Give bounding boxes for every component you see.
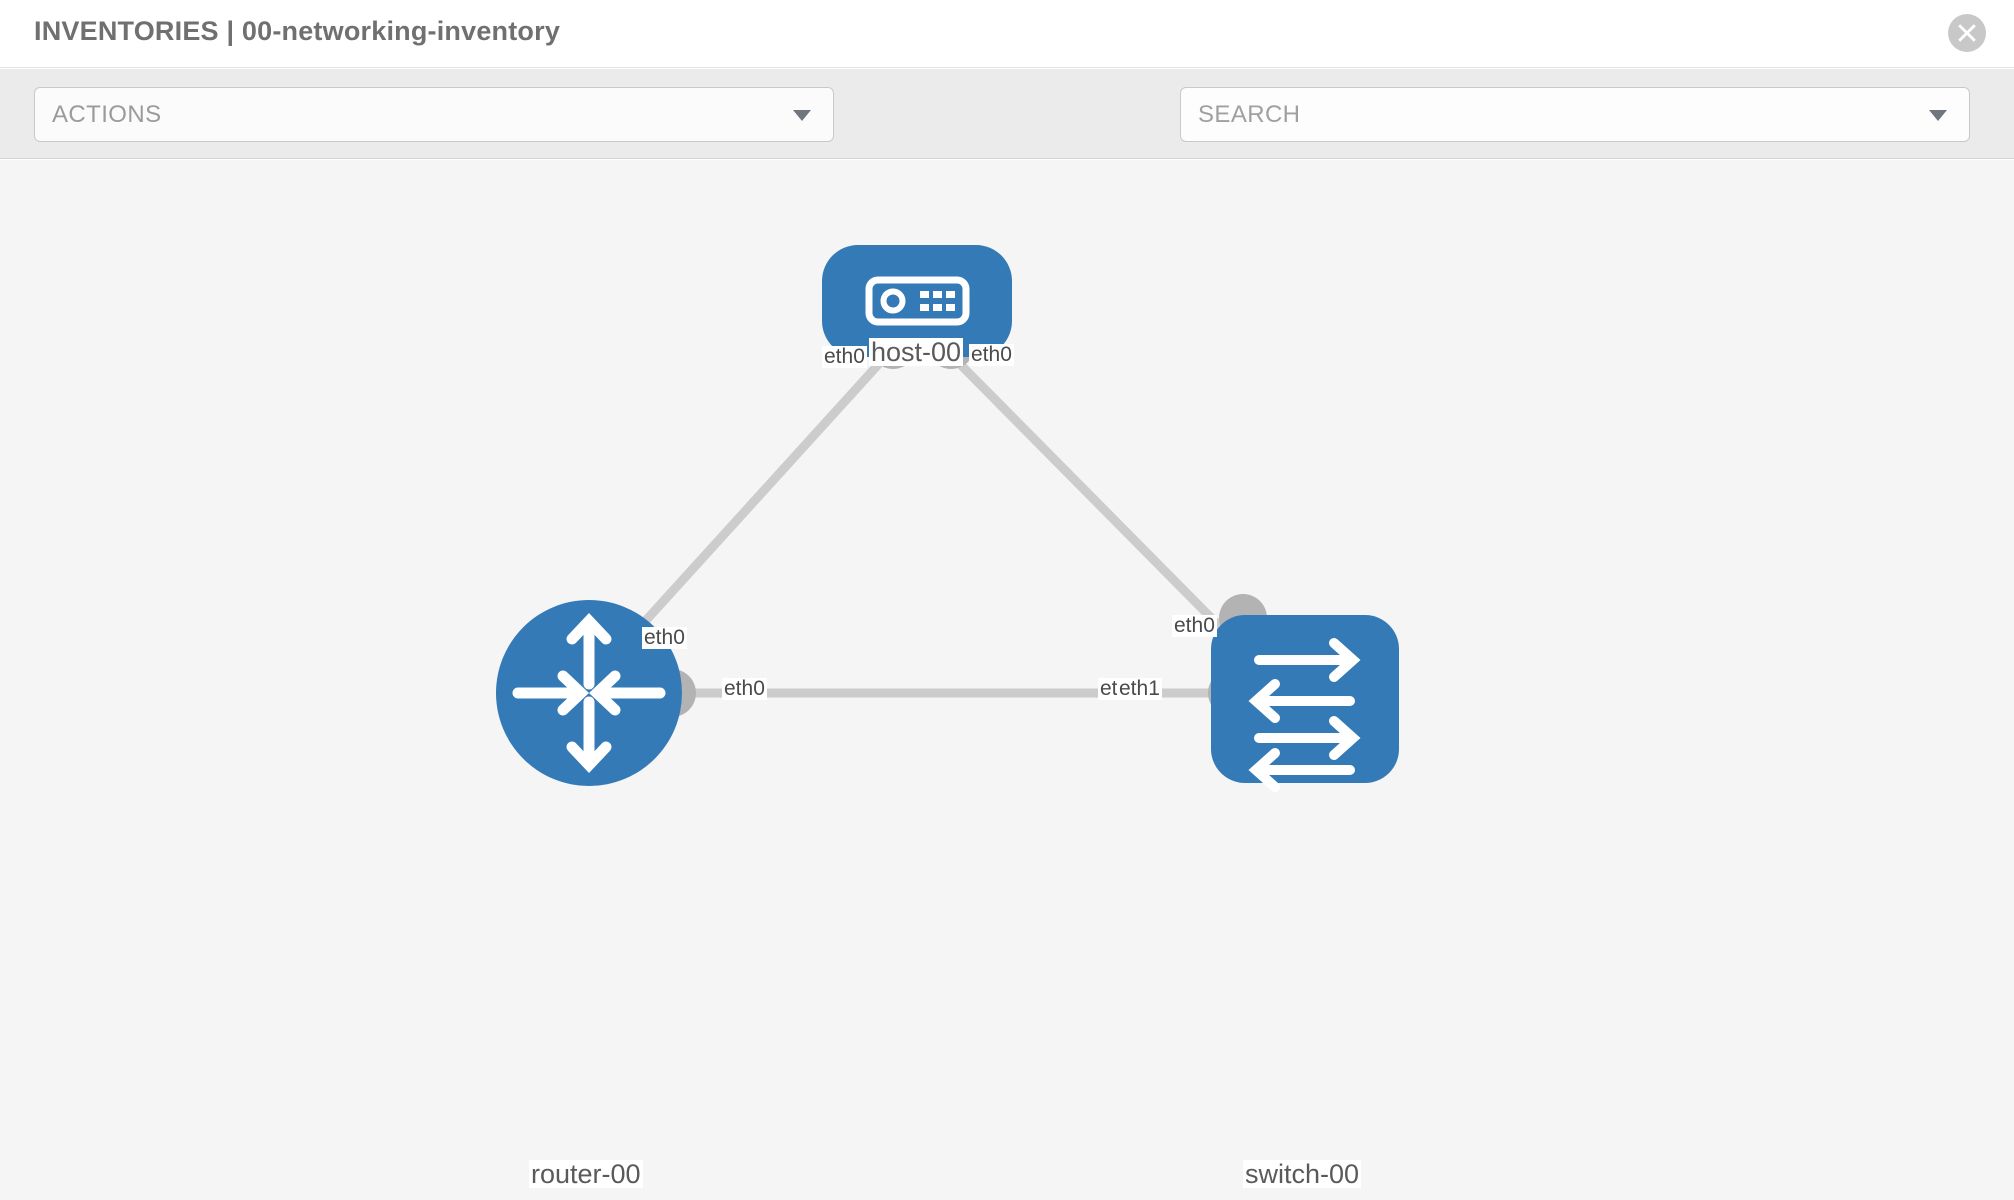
actions-dropdown-label: ACTIONS [52, 101, 162, 128]
iface-label: eth0 [642, 626, 687, 650]
iface-label: eth0 [722, 677, 767, 701]
chevron-down-icon [793, 110, 811, 121]
node-router-00[interactable] [496, 600, 682, 786]
topology-canvas[interactable]: eth0 eth0 eth0 eth0 eth0 eth eth1 host-0… [0, 160, 2014, 1200]
node-label-router: router-00 [529, 1159, 643, 1189]
iface-label: eth0 [969, 343, 1014, 367]
topology-links [606, 352, 1244, 698]
toolbar: ACTIONS SEARCH [0, 69, 2014, 196]
search-placeholder: SEARCH [1198, 101, 1301, 128]
iface-label: eth1 [1117, 677, 1162, 701]
close-x-glyph [1958, 24, 1976, 42]
search-input[interactable]: SEARCH [1180, 87, 1970, 142]
node-host-00[interactable] [822, 245, 1012, 357]
page-title: INVENTORIES | 00-networking-inventory [34, 16, 561, 46]
node-label-host: host-00 [869, 337, 964, 367]
link-host-router[interactable] [606, 352, 890, 664]
close-icon[interactable] [1948, 14, 1986, 52]
server-appliance-icon [865, 276, 970, 326]
iface-label: eth0 [1172, 614, 1217, 638]
page-header: INVENTORIES | 00-networking-inventory [0, 0, 2014, 68]
node-switch-00[interactable] [1211, 615, 1399, 792]
actions-dropdown[interactable]: ACTIONS [34, 87, 834, 142]
chevron-down-icon[interactable] [1929, 110, 1947, 121]
topology-graph [496, 245, 1399, 792]
iface-label: eth0 [822, 345, 867, 369]
switch-arrows-icon [1248, 638, 1361, 792]
node-label-switch: switch-00 [1243, 1159, 1362, 1189]
link-host-switch[interactable] [948, 352, 1244, 651]
router-arrows-icon [512, 612, 666, 774]
